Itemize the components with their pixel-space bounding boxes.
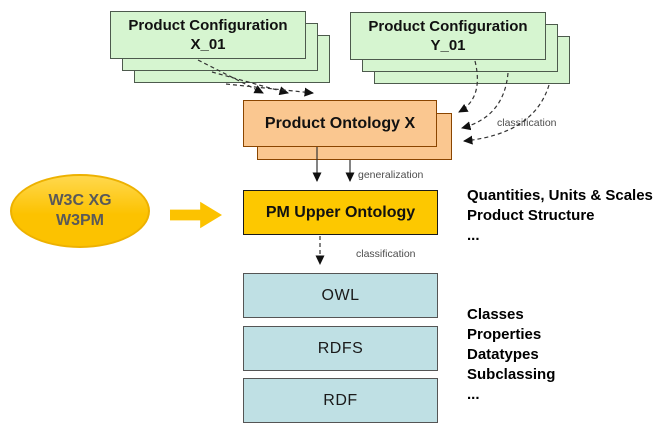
box-title-line: Y_01 bbox=[430, 37, 466, 54]
w3c-xg-w3pm-ellipse: W3C XG W3PM bbox=[10, 174, 150, 248]
box-title-line: X_01 bbox=[190, 36, 226, 53]
box-title-line: Product Ontology X bbox=[264, 114, 416, 132]
box-title-line: Product Configuration bbox=[128, 17, 288, 34]
annotation-line: ... bbox=[467, 386, 480, 403]
product-configuration-x-box: Product Configuration X_01 bbox=[110, 11, 306, 59]
layer-box-owl: OWL bbox=[243, 273, 438, 318]
ellipse-text-line: W3C XG bbox=[48, 192, 112, 209]
annotation-line: Product Structure bbox=[467, 207, 595, 224]
right-block-arrow-icon bbox=[170, 201, 222, 229]
annotation-line: Classes bbox=[467, 306, 524, 323]
rdf-layers-annotation: Classes Properties Datatypes Subclassing… bbox=[467, 305, 555, 405]
y-to-ontology-arrow-3 bbox=[463, 84, 550, 145]
layer-box-rdfs: RDFS bbox=[243, 326, 438, 371]
annotation-line: Properties bbox=[467, 326, 542, 343]
annotation-line: ... bbox=[467, 227, 480, 244]
pm-upper-ontology-box: PM Upper Ontology bbox=[243, 190, 438, 235]
ellipse-text-line: W3PM bbox=[56, 212, 104, 229]
pm-ontology-annotation: Quantities, Units & Scales Product Struc… bbox=[467, 186, 653, 246]
classification-label-mid: classification bbox=[356, 248, 416, 260]
classification-label-top: classification bbox=[497, 117, 557, 129]
product-ontology-x-box: Product Ontology X bbox=[243, 100, 437, 147]
box-title-line: Product Configuration bbox=[368, 18, 528, 35]
generalization-label: generalization bbox=[358, 169, 424, 181]
layer-box-rdf: RDF bbox=[243, 378, 438, 423]
annotation-line: Datatypes bbox=[467, 346, 539, 363]
annotation-line: Quantities, Units & Scales bbox=[467, 187, 653, 204]
product-configuration-y-box: Product Configuration Y_01 bbox=[350, 12, 546, 60]
annotation-line: Subclassing bbox=[467, 366, 556, 383]
x-to-ontology-arrow-3 bbox=[225, 83, 314, 97]
